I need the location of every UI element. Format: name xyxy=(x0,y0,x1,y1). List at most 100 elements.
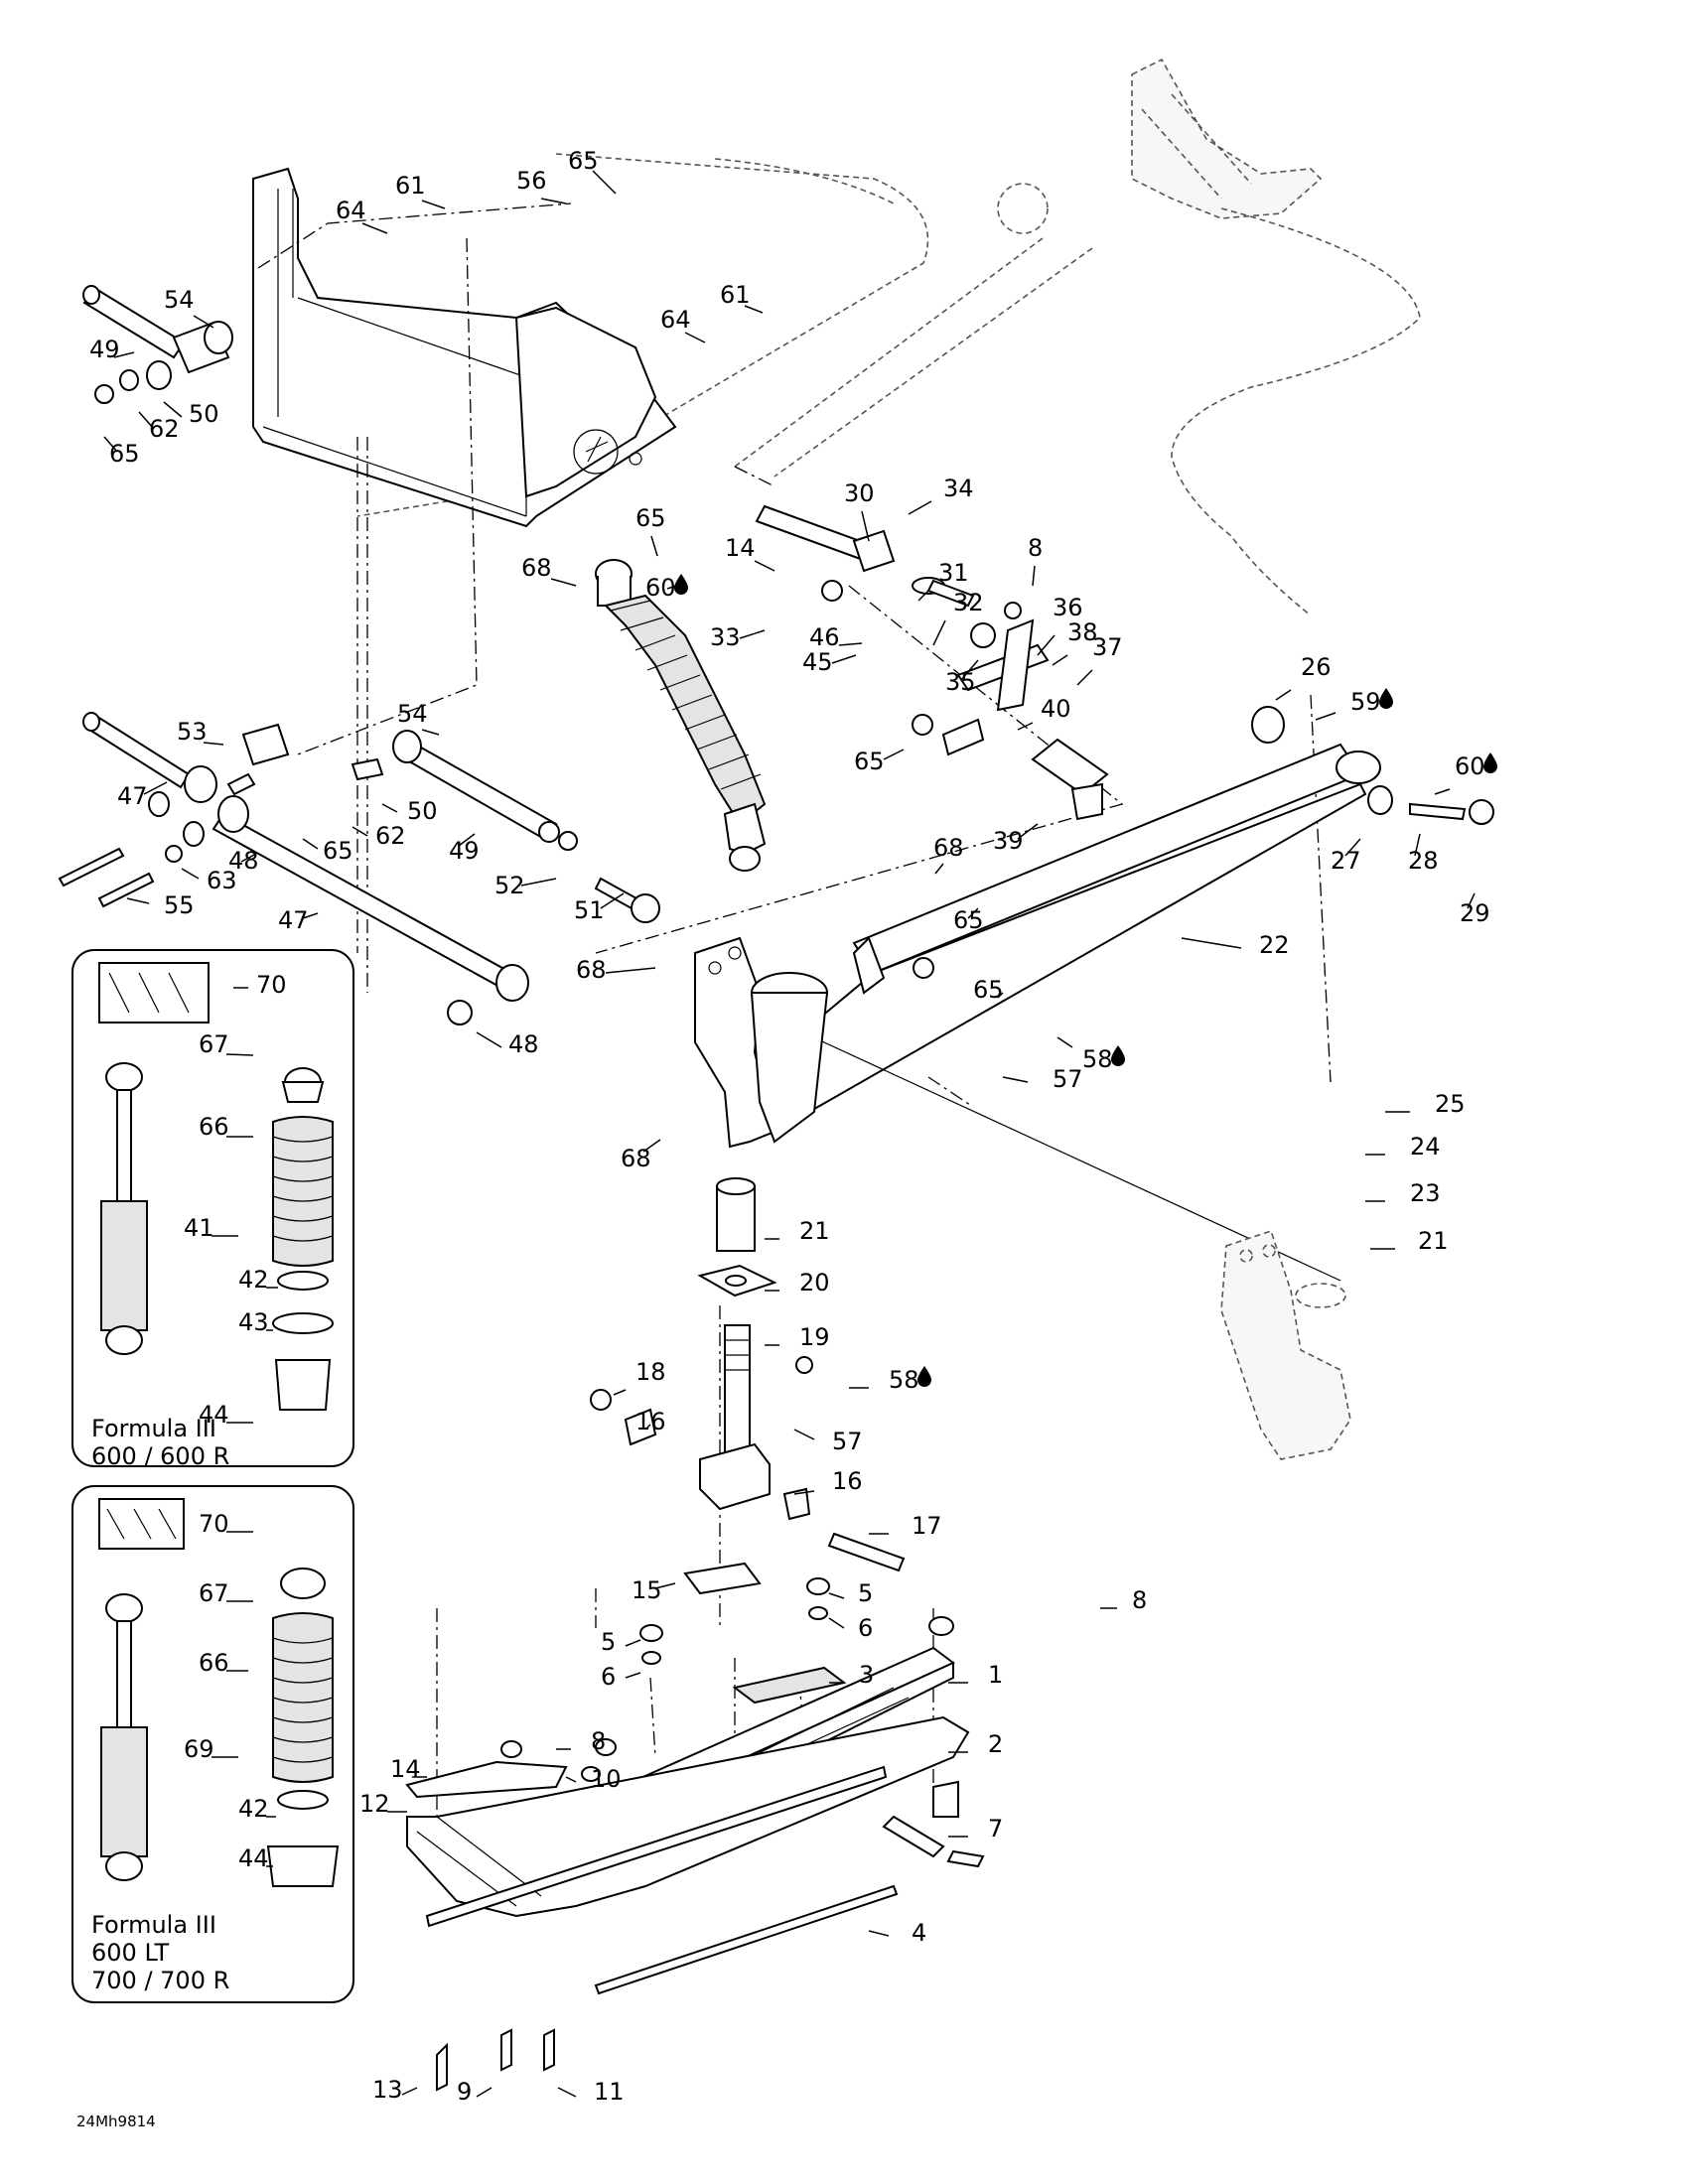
callout-leader xyxy=(565,1776,577,1783)
callout-leader xyxy=(1414,833,1421,857)
callout-number: 16 xyxy=(635,1408,666,1435)
callout-number: 48 xyxy=(228,847,259,875)
callout-leader xyxy=(613,1389,627,1396)
callout-number: 6 xyxy=(858,1614,873,1642)
callout-number: 68 xyxy=(576,956,607,984)
callout-leader xyxy=(793,1490,815,1495)
callout-leader xyxy=(934,863,944,875)
inset-top-line2: 600 / 600 R xyxy=(91,1442,229,1470)
callout-leader xyxy=(203,742,224,746)
callout-leader xyxy=(1315,712,1336,721)
callout-leader xyxy=(126,897,150,904)
callout-leader xyxy=(361,222,388,234)
callout-number: 13 xyxy=(372,2076,403,2104)
callout-number: 2 xyxy=(988,1730,1003,1758)
callout-leader xyxy=(754,560,775,572)
callout-number: 21 xyxy=(1418,1227,1449,1255)
callout-leader xyxy=(1032,565,1036,587)
inset-bottom-line3: 700 / 700 R xyxy=(91,1967,229,1994)
ghost-spindle xyxy=(1220,1229,1351,1460)
callout-leader xyxy=(642,1139,661,1153)
callout-number: 3 xyxy=(859,1661,874,1689)
ski-assembly xyxy=(405,1577,985,2092)
callout-number: 67 xyxy=(199,1030,229,1058)
callout-leader xyxy=(1434,788,1451,795)
callout-number: 55 xyxy=(164,891,195,919)
callout-leader xyxy=(1467,892,1476,909)
inset-bottom-line1: Formula III xyxy=(91,1911,216,1939)
callout-leader xyxy=(1056,1036,1073,1048)
callout-leader xyxy=(1002,1076,1029,1083)
callout-leader xyxy=(917,590,929,602)
callout-number: 46 xyxy=(809,623,840,651)
callout-leader xyxy=(960,659,979,681)
callout-number: 65 xyxy=(953,906,984,934)
callout-number: 17 xyxy=(912,1512,942,1540)
callout-leader xyxy=(302,838,319,850)
lubricant-drop-icon xyxy=(1379,688,1393,709)
callout-leader xyxy=(476,2087,492,2098)
frame-outline xyxy=(356,58,1421,616)
callout-leader xyxy=(654,1582,676,1589)
callout-leader xyxy=(828,1617,845,1629)
callout-number: 11 xyxy=(594,2078,625,2106)
callout-number: 15 xyxy=(632,1576,662,1604)
callout-number: 20 xyxy=(799,1269,830,1297)
callout-leader xyxy=(302,912,319,919)
callout-number: 65 xyxy=(568,147,599,175)
callout-number: 44 xyxy=(199,1401,229,1429)
callout-number: 47 xyxy=(278,906,309,934)
inset-bottom xyxy=(71,1485,354,2003)
callout-number: 65 xyxy=(854,748,885,775)
callout-number: 19 xyxy=(799,1323,830,1351)
callout-number: 49 xyxy=(89,336,120,363)
callout-number: 25 xyxy=(1435,1090,1466,1118)
callout-number: 70 xyxy=(256,971,287,999)
radius-rods xyxy=(58,285,660,1025)
callout-leader xyxy=(592,170,617,195)
callout-leader xyxy=(163,401,183,418)
callout-number: 33 xyxy=(710,623,741,651)
callout-leader xyxy=(744,305,764,314)
callout-number: 44 xyxy=(238,1844,269,1872)
callout-leader xyxy=(240,853,257,863)
callout-number: 42 xyxy=(238,1795,269,1823)
callout-number: 18 xyxy=(635,1358,666,1386)
callout-number: 65 xyxy=(973,976,1004,1004)
callout-number: 24 xyxy=(1410,1133,1441,1160)
callout-number: 51 xyxy=(574,896,605,924)
callout-leader xyxy=(650,535,658,557)
callout-leader xyxy=(828,1592,845,1599)
callout-leader xyxy=(381,803,398,813)
callout-leader xyxy=(625,1639,641,1647)
callout-number: 68 xyxy=(621,1145,651,1172)
callout-leader xyxy=(605,967,656,974)
callout-number: 7 xyxy=(988,1815,1003,1843)
callout-number: 54 xyxy=(164,286,195,314)
inset-bottom-line2: 600 LT xyxy=(91,1939,170,1967)
callout-number: 5 xyxy=(601,1628,616,1656)
callout-number: 67 xyxy=(199,1579,229,1607)
callout-number: 57 xyxy=(1053,1065,1083,1093)
spindle-column xyxy=(590,1177,906,1595)
spindle-knuckle xyxy=(694,936,829,1149)
callout-leader xyxy=(684,332,706,343)
callout-leader xyxy=(421,200,446,209)
callout-leader xyxy=(908,500,932,515)
callout-number: 70 xyxy=(199,1510,229,1538)
callout-leader xyxy=(1344,838,1361,857)
callout-leader xyxy=(1017,722,1034,731)
callout-number: 14 xyxy=(390,1755,421,1783)
callout-number: 57 xyxy=(832,1428,863,1455)
lubricant-drop-icon xyxy=(917,1366,931,1387)
steering-parts xyxy=(755,504,1494,979)
callout-number: 8 xyxy=(1028,534,1043,562)
callout-number: 16 xyxy=(832,1467,863,1495)
callout-number: 64 xyxy=(660,306,691,334)
callout-number: 65 xyxy=(109,440,140,468)
callout-leader xyxy=(113,351,135,358)
callout-number: 42 xyxy=(238,1266,269,1294)
callout-number: 43 xyxy=(238,1308,269,1336)
callout-number: 50 xyxy=(189,400,219,428)
